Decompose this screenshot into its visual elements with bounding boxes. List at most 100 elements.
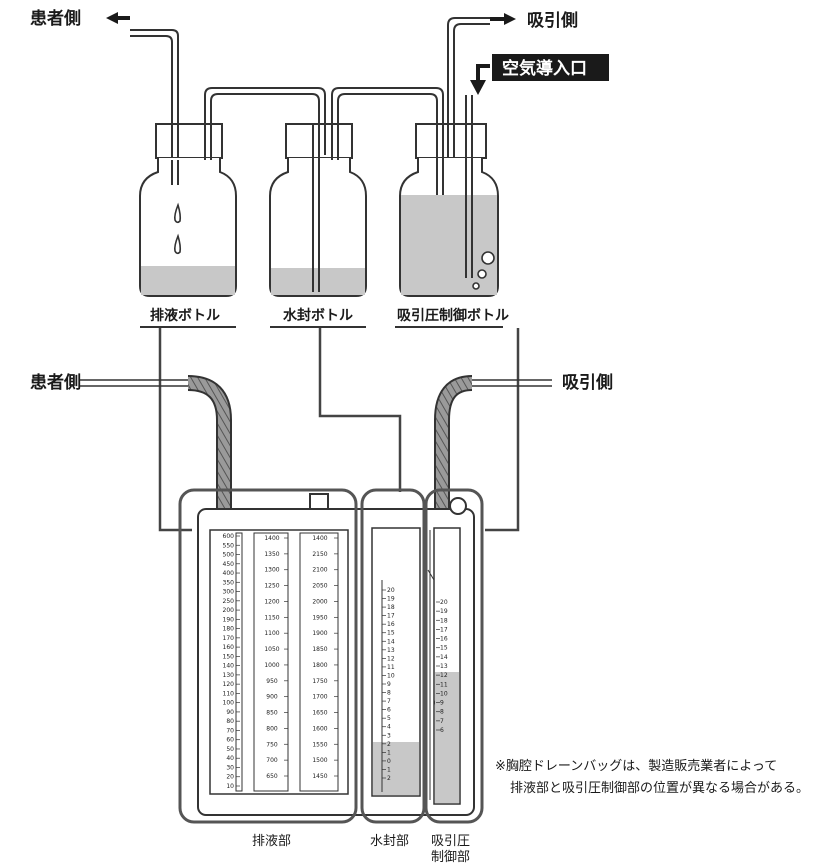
water-seal-tick-label: 14 <box>387 638 395 645</box>
water-seal-tick-label: 11 <box>387 664 395 671</box>
water-seal-tick-label: 20 <box>387 587 395 594</box>
drain-col2-tick-label: 1250 <box>264 583 279 590</box>
drain-col3-tick-label: 1450 <box>312 773 327 780</box>
suction-tick-label: 15 <box>440 645 448 652</box>
drainage-panel: 6005505004504003503002502001901801701601… <box>209 529 349 795</box>
drain-col3-tick-label: 1850 <box>312 646 327 653</box>
water-seal-tick-label: 19 <box>387 596 395 603</box>
suction-tick-label: 14 <box>440 654 448 661</box>
drain-col2-tick-label: 750 <box>266 741 278 748</box>
air-inlet-badge <box>492 54 609 81</box>
note-line-2: 排液部と吸引圧制御部の位置が異なる場合がある。 <box>510 781 809 796</box>
drain-col3-tick-label: 1950 <box>312 614 327 621</box>
water-seal-frame <box>360 488 426 824</box>
suction-control-bottle <box>399 95 499 297</box>
suction-tick-label: 11 <box>440 681 448 688</box>
suction-control-bottle-label: 吸引圧制御ボトル <box>397 307 509 324</box>
drainage-bottle <box>139 123 237 297</box>
drop-icon <box>174 202 182 224</box>
drain-col1-tick-label: 60 <box>226 737 234 744</box>
drain-col1-tick-label: 90 <box>226 709 234 716</box>
drainage-bottle-label: 排液ボトル <box>150 307 220 324</box>
suction-tick-label: 10 <box>440 690 448 697</box>
water-seal-tick-label: 0 <box>387 758 391 765</box>
water-seal-tick-label: 1 <box>387 749 391 756</box>
drain-col2-tick-label: 800 <box>266 725 278 732</box>
drain-col1-tick-label: 10 <box>226 783 234 790</box>
drain-col1-tick-label: 200 <box>223 607 235 614</box>
water-seal-tick-label: 5 <box>387 715 391 722</box>
drain-col1-tick-label: 190 <box>223 616 235 623</box>
suction-tick-label: 20 <box>440 599 448 606</box>
suction-tick-label: 18 <box>440 617 448 624</box>
drain-col3-tick-label: 1500 <box>312 757 327 764</box>
water-seal-tick-label: 13 <box>387 647 395 654</box>
suction-section-label-1: 吸引圧 <box>431 834 470 849</box>
drain-col3-tick-label: 1400 <box>312 535 327 542</box>
drain-col2-tick-label: 650 <box>266 773 278 780</box>
suction-tick-label: 19 <box>440 608 448 615</box>
note-line-1: ※胸腔ドレーンバッグは、製造販売業者によって <box>495 758 777 774</box>
drain-col2-tick-label: 1200 <box>264 598 279 605</box>
drain-col1-tick-label: 140 <box>223 663 235 670</box>
suction-tick-label: 12 <box>440 672 448 679</box>
drain-col1-tick-label: 170 <box>223 635 235 642</box>
suction-tick-label: 8 <box>440 709 444 716</box>
water-seal-tick-label: 15 <box>387 630 395 637</box>
water-seal-bottle-label: 水封ボトル <box>283 307 353 324</box>
drain-col3-tick-label: 1800 <box>312 662 327 669</box>
water-seal-tick-label: 8 <box>387 690 391 697</box>
drain-col1-tick-label: 80 <box>226 718 234 725</box>
water-seal-tick-label: 12 <box>387 655 395 662</box>
water-seal-section-label: 水封部 <box>370 834 409 849</box>
suction-tick-label: 17 <box>440 626 448 633</box>
drain-col1-tick-label: 110 <box>223 690 235 697</box>
top-suction-side-label: 吸引側 <box>527 10 578 31</box>
water-seal-tick-label: 1 <box>387 766 391 773</box>
water-seal-tick-label: 17 <box>387 613 395 620</box>
drainage-frame <box>178 488 358 824</box>
water-seal-tick-label: 2 <box>387 775 391 782</box>
drain-col1-tick-label: 400 <box>223 570 235 577</box>
drain-col3-tick-label: 2150 <box>312 551 327 558</box>
drain-col1-tick-label: 350 <box>223 579 235 586</box>
drain-col3-tick-label: 1650 <box>312 710 327 717</box>
drain-col3-tick-label: 1600 <box>312 725 327 732</box>
drain-col1-tick-label: 550 <box>223 542 235 549</box>
drain-col2-tick-label: 1000 <box>264 662 279 669</box>
drain-col2-tick-label: 1050 <box>264 646 279 653</box>
drain-col3-tick-label: 2100 <box>312 567 327 574</box>
drop-icon <box>174 233 182 255</box>
drain-col1-tick-label: 600 <box>223 533 235 540</box>
drain-col1-tick-label: 50 <box>226 746 234 753</box>
drain-col2-tick-label: 1350 <box>264 551 279 558</box>
drain-col1-tick-label: 150 <box>223 653 235 660</box>
drain-col1-tick-label: 180 <box>223 626 235 633</box>
drain-col1-tick-label: 300 <box>223 589 235 596</box>
drain-col1-tick-label: 40 <box>226 755 234 762</box>
suction-tick-label: 7 <box>440 718 444 725</box>
suction-frame <box>424 488 484 824</box>
water-seal-tick-label: 4 <box>387 724 391 731</box>
drain-col3-tick-label: 1900 <box>312 630 327 637</box>
water-seal-tick-label: 10 <box>387 672 395 679</box>
water-seal-tick-label: 16 <box>387 621 395 628</box>
drain-col2-tick-label: 1150 <box>264 614 279 621</box>
drain-col1-tick-label: 120 <box>223 681 235 688</box>
suction-tick-label: 13 <box>440 663 448 670</box>
drain-col2-tick-label: 700 <box>266 757 278 764</box>
drain-col1-tick-label: 20 <box>226 774 234 781</box>
drain-col1-tick-label: 500 <box>223 552 235 559</box>
suction-tick-label: 6 <box>440 727 444 734</box>
drainage-section-label: 排液部 <box>252 834 291 849</box>
arrow-icon <box>106 12 516 95</box>
mid-suction-side-label: 吸引側 <box>562 372 613 393</box>
drain-col3-tick-label: 1700 <box>312 694 327 701</box>
drain-col1-tick-label: 130 <box>223 672 235 679</box>
drain-col1-tick-label: 250 <box>223 598 235 605</box>
air-inlet-label: 空気導入口 <box>502 58 587 79</box>
drain-col2-tick-label: 1400 <box>264 535 279 542</box>
